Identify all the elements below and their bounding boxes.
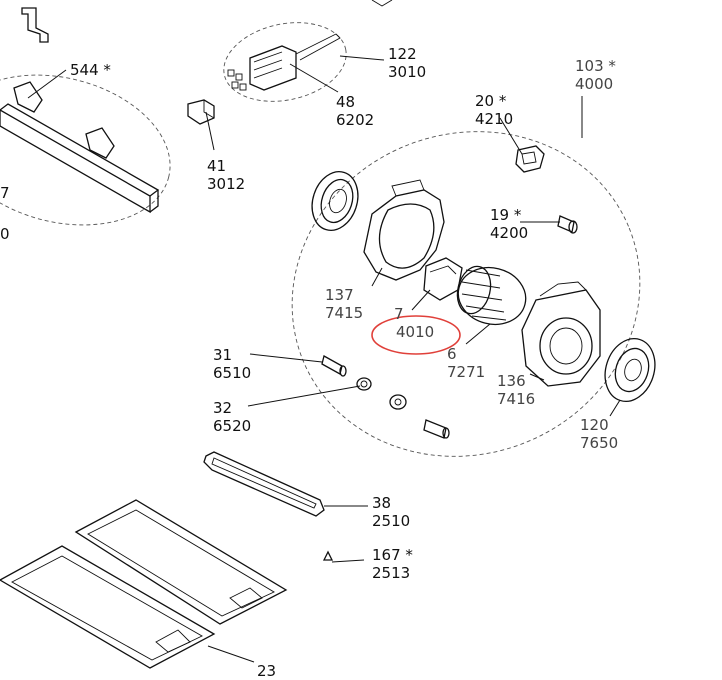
group-544-boundary [0,74,171,226]
part-rail-bar [0,81,160,214]
callout-20: 20 *4210 [475,92,514,128]
part-23-filter-upper [74,499,288,625]
part-19-cylinder [557,215,578,234]
highlight-circle [371,315,461,355]
part-7-motor [423,257,463,301]
part-23-filter-lower [0,545,216,669]
part-6-blower-wheel [456,265,527,326]
group-103-boundary [291,131,641,457]
part-38-gasket [203,451,325,517]
leader-lines [27,55,621,663]
callout-103: 103 *4000 [575,57,616,93]
callout-544: 544 * [70,61,111,79]
part-bushing-small [389,394,407,410]
part-cylinder-small [423,419,450,439]
part-20-switch [515,145,545,173]
part-fan-wheel-left [311,171,359,231]
part-41-clip [187,99,215,125]
edge-fragment-a: 7 [0,184,10,202]
part-136-housing [521,281,601,387]
top-edge-fragment [371,0,393,7]
part-31-capacitor [321,355,347,377]
callout-167: 167 *2513 [372,546,413,582]
group-48-boundary [223,22,347,102]
callout-19: 19 *4200 [490,206,529,242]
part-32-bushing [356,377,372,391]
part-connector-block [227,33,341,91]
edge-fragment-b: 0 [0,225,10,243]
part-137-housing [363,179,445,281]
part-120-fan-wheel [604,338,656,402]
callout-23: 23 [257,662,277,680]
part-167-screw [322,550,334,561]
top-left-bracket [21,7,49,43]
